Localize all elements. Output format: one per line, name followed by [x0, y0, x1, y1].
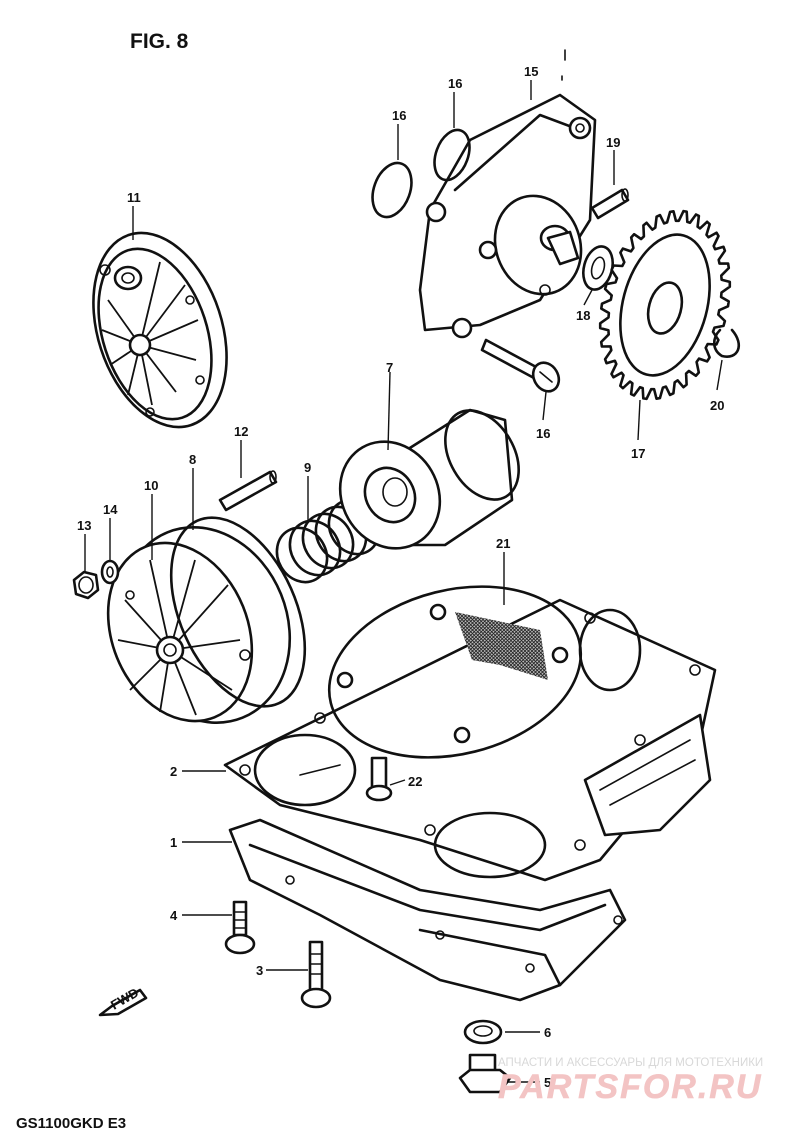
callout-5: 5: [544, 1075, 551, 1090]
callout-3: 3: [256, 963, 263, 978]
part-16-o-ring-right: [433, 128, 471, 182]
callout-23: 22: [408, 774, 422, 789]
callout-6: 6: [544, 1025, 551, 1040]
callout-7: 7: [386, 360, 393, 375]
watermark-brand: PARTSFOR.RU: [498, 1068, 762, 1106]
part-15-oil-pump: [418, 49, 597, 339]
part-13-cap-nut: [72, 570, 100, 600]
part-21-circlip: [712, 328, 741, 358]
callout-10: 10: [144, 478, 158, 493]
forward-direction-arrow: FWD: [98, 985, 148, 1017]
part-17-bolt: [480, 338, 561, 393]
part-7-oil-filter-element: [338, 408, 520, 550]
callout-16-right: 16: [448, 76, 462, 91]
part-1-oil-pan: [228, 713, 712, 1002]
part-4-bolt: [224, 900, 256, 955]
part-3-bolt: [300, 940, 332, 1009]
callout-4: 4: [170, 908, 178, 923]
callout-12: 12: [234, 424, 248, 439]
callout-15: 15: [524, 64, 538, 79]
callout-18: 17: [631, 446, 645, 461]
leader-lines: [84, 80, 723, 1083]
part-10-oil-filter-cap: [106, 526, 292, 724]
watermark-tagline: АПЧАСТИ И АКСЕССУАРЫ ДЛЯ МОТОТЕХНИКИ: [498, 1057, 763, 1069]
callout-20: 19: [606, 135, 620, 150]
callout-19: 18: [576, 308, 590, 323]
figure-title: FIG. 8: [130, 30, 189, 53]
callout-14: 14: [103, 502, 118, 517]
callout-17: 16: [536, 426, 550, 441]
callout-22: 21: [496, 536, 510, 551]
part-8-o-ring: [169, 516, 307, 708]
callout-13: 13: [77, 518, 91, 533]
callout-21: 20: [710, 398, 724, 413]
part-16-o-ring-left: [371, 161, 413, 219]
part-11-oil-filter-cover: [92, 231, 228, 429]
part-12-pin: [218, 470, 278, 512]
callout-16-left: 16: [392, 108, 406, 123]
callout-labels: 11 16 16 15 19 18 20 17 16 7 12 8 10 14 …: [77, 64, 724, 1090]
part-18-oil-pump-gear: [598, 209, 732, 401]
part-22-oil-strainer: [327, 585, 583, 759]
model-code: GS1100GKD E3: [16, 1115, 126, 1132]
part-5-drain-plug: [458, 1053, 512, 1094]
part-20-pin: [590, 188, 630, 220]
callout-8: 8: [189, 452, 196, 467]
part-23-bolt: [365, 756, 393, 802]
part-6-drain-plug-gasket: [463, 1019, 503, 1045]
callout-9: 9: [304, 460, 311, 475]
callout-2: 2: [170, 764, 177, 779]
part-14-washer: [100, 559, 120, 585]
callout-1: 1: [170, 835, 177, 850]
callout-11: 11: [127, 190, 141, 205]
